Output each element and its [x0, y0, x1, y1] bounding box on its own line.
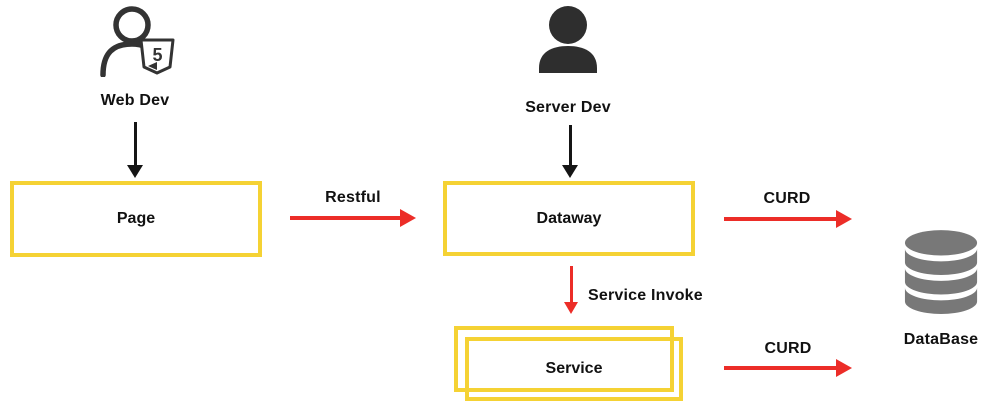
server-dev-actor: [528, 5, 608, 80]
arrow-webdev-to-page: [127, 122, 143, 178]
service-invoke-edge-label: Service Invoke: [588, 287, 703, 304]
dataway-node: Dataway: [443, 181, 695, 256]
server-dev-label: Server Dev: [525, 99, 611, 116]
page-node-label: Page: [116, 210, 156, 227]
arrow-dataway-to-service: [563, 266, 579, 314]
web-dev-actor: 5: [96, 5, 176, 82]
arrow-service-to-database: [724, 359, 852, 377]
curd-top-edge-label: CURD: [763, 190, 811, 207]
curd-bottom-edge-label: CURD: [764, 340, 812, 357]
arrow-serverdev-to-dataway: [562, 125, 578, 178]
page-node: Page: [10, 181, 262, 257]
web-dev-label: Web Dev: [100, 92, 170, 109]
database-node: [903, 230, 981, 325]
arrow-dataway-to-database: [724, 210, 852, 228]
service-node-back: [454, 326, 674, 392]
service-node-label: Service: [545, 360, 603, 377]
web-developer-icon: 5: [100, 6, 175, 78]
restful-edge-label: Restful: [325, 189, 381, 206]
service-node: Service: [465, 337, 683, 401]
arrow-page-to-dataway: [290, 209, 416, 227]
dataway-node-label: Dataway: [536, 209, 602, 227]
database-icon: [904, 230, 978, 314]
database-label: DataBase: [903, 331, 979, 348]
html5-shield-badge: 5: [152, 45, 162, 65]
server-developer-icon: [539, 6, 597, 73]
html5-shield-icon: [139, 38, 175, 75]
